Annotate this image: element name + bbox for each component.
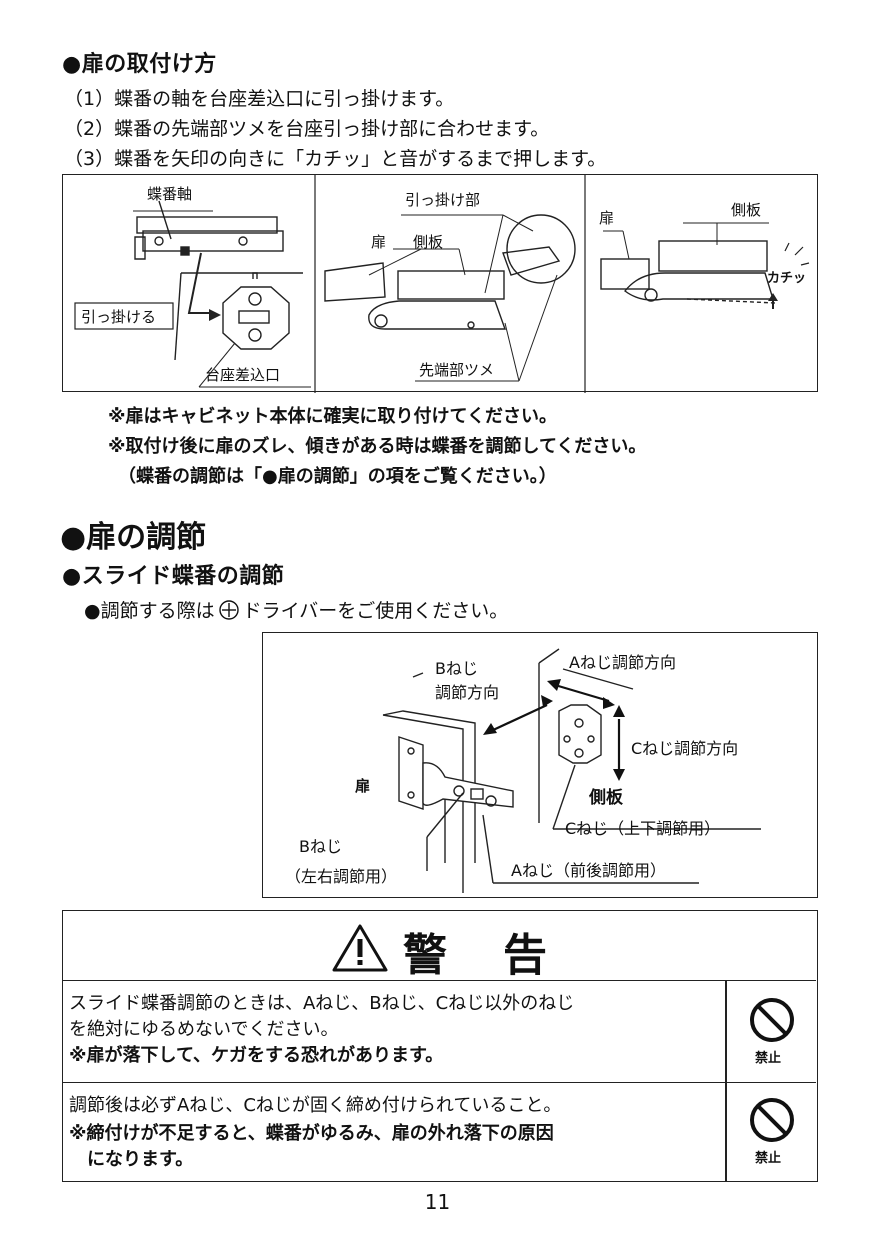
adjust-subheading: ●スライド蝶番の調節 <box>62 564 285 589</box>
a-dir-label: Aねじ調節方向 <box>569 653 676 672</box>
prohibited-badge-2: 禁止 <box>755 1151 782 1166</box>
install-note-3: （蝶番の調節は「●扉の調節」の項をご覧ください。） <box>118 466 557 487</box>
install-figure: 蝶番軸 引っ掛ける 台座差込口 引っ掛け部 扉 側板 先端部ツメ 扉 側板 カチ… <box>62 174 818 393</box>
warning-header: 警 告 <box>63 911 816 981</box>
b-dir-label-1: Bねじ <box>435 659 478 678</box>
click-label: カチッ <box>767 271 807 286</box>
b-dir-label-2: 調節方向 <box>435 683 500 702</box>
warning-item-1-text-2: を絶対にゆるめないでください。 <box>69 1019 339 1040</box>
hook-part-label: 引っ掛け部 <box>405 191 481 209</box>
install-step-1: （1）蝶番の軸を台座差込口に引っ掛けます。 <box>64 88 455 110</box>
prohibited-icon <box>750 1098 794 1142</box>
warning-item-1: スライド蝶番調節のときは、Aねじ、Bねじ、Cねじ以外のねじ を絶対にゆるめないで… <box>63 981 816 1083</box>
install-heading: ●扉の取付け方 <box>62 52 217 77</box>
install-figure-drawing <box>74 175 810 393</box>
warning-box: 警 告 スライド蝶番調節のときは、Aねじ、Bねじ、Cねじ以外のねじ を絶対にゆる… <box>62 910 818 1182</box>
warning-triangle-icon <box>332 924 388 972</box>
door-label-2: 扉 <box>371 233 387 251</box>
install-step-3: （3）蝶番を矢印の向きに「カチッ」と音がするまで押します。 <box>64 148 607 170</box>
tool-note-post: ドライバーをご使用ください。 <box>242 600 509 622</box>
door-label-adjust: 扉 <box>355 777 371 795</box>
tool-note-pre: ●調節する際は <box>84 600 215 622</box>
warning-item-2: 調節後は必ずAねじ、Cねじが固く締め付けられていること。 ※締付けが不足すると、… <box>63 1083 816 1181</box>
warning-item-2-bold-2: になります。 <box>69 1149 194 1170</box>
hook-label: 引っ掛ける <box>81 308 157 326</box>
warning-title: 警 告 <box>403 930 553 981</box>
c-dir-label: Cねじ調節方向 <box>631 739 739 758</box>
base-slot-label: 台座差込口 <box>205 366 281 384</box>
a-screw-label: Aねじ（前後調節用） <box>511 861 666 880</box>
install-step-2: （2）蝶番の先端部ツメを台座引っ掛け部に合わせます。 <box>64 118 550 140</box>
hinge-shaft-label: 蝶番軸 <box>147 185 193 203</box>
install-note-2: ※取付け後に扉のズレ、傾きがある時は蝶番を調節してください。 <box>108 436 647 457</box>
adjust-heading: ●扉の調節 <box>60 520 207 555</box>
side-panel-label-3: 側板 <box>731 201 762 219</box>
door-label-3: 扉 <box>599 209 615 227</box>
install-note-1: ※扉はキャビネット本体に確実に取り付けてください。 <box>108 406 557 427</box>
warning-item-1-text-1: スライド蝶番調節のときは、Aねじ、Bねじ、Cねじ以外のねじ <box>69 993 575 1014</box>
warning-item-2-text-1: 調節後は必ずAねじ、Cねじが固く締め付けられていること。 <box>69 1095 562 1116</box>
prohibited-badge-1: 禁止 <box>755 1051 782 1066</box>
tool-note: ●調節する際は ドライバーをご使用ください。 <box>84 596 508 623</box>
adjust-figure-drawing <box>382 648 761 893</box>
phillips-screwdriver-icon <box>218 600 239 620</box>
b-screw-use-label: （左右調節用） <box>285 867 398 886</box>
side-panel-label-2: 側板 <box>413 233 444 251</box>
adjust-figure: Bねじ 調節方向 Aねじ調節方向 Cねじ調節方向 扉 側板 Cねじ（上下調節用）… <box>262 632 818 898</box>
side-panel-label-adjust: 側板 <box>589 788 623 808</box>
b-screw-label: Bねじ <box>299 837 342 856</box>
page-number: 11 <box>424 1190 451 1214</box>
warning-item-2-bold-1: ※締付けが不足すると、蝶番がゆるみ、扉の外れ落下の原因 <box>69 1123 554 1144</box>
tip-claw-label: 先端部ツメ <box>419 361 495 379</box>
warning-item-1-bold: ※扉が落下して、ケガをする恐れがあります。 <box>69 1045 444 1066</box>
c-screw-label: Cねじ（上下調節用） <box>565 819 721 838</box>
prohibited-icon <box>750 998 794 1042</box>
